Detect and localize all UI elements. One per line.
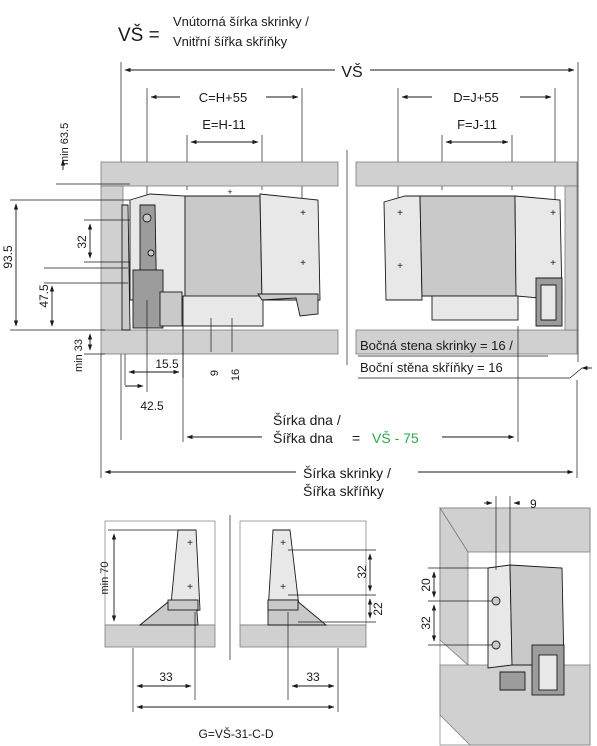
plus-mark: + <box>187 582 193 593</box>
vs-symbol: VŠ = <box>118 24 160 46</box>
vs-label: VŠ <box>341 62 362 81</box>
bottom-width-equals: = <box>352 430 360 446</box>
d-33-right-label: 33 <box>306 670 320 684</box>
min-33-label: min 33 <box>73 339 85 372</box>
detail-right: + + 32 22 33 <box>239 520 385 700</box>
vs-definition-cz: Vnitřní šířka skříňky <box>173 34 288 49</box>
cabinet-width-label-cz: Šířka skříňky <box>303 483 384 499</box>
dimension-cabinet-width: Šírka skrinky / Šířka skříňky <box>100 354 578 499</box>
plus-mark: + <box>397 261 403 272</box>
vs-definition-sk: Vnútorná šírka skrinky / <box>173 14 309 29</box>
plus-mark: + <box>227 187 232 197</box>
plus-mark: + <box>300 258 306 269</box>
plus-mark: + <box>280 582 286 593</box>
min-63-5-label: min 63.5 <box>59 123 71 165</box>
dimension-min-33: min 33 <box>73 333 105 372</box>
d-93-5-label: 93.5 <box>1 245 15 269</box>
detail-left: + + min 70 33 <box>99 520 216 700</box>
plus-mark: + <box>300 208 306 219</box>
g-formula-label: G=VŠ-31-C-D <box>198 726 273 741</box>
d-16-label: 16 <box>230 369 242 381</box>
cabinet-panels <box>100 150 578 365</box>
dimension-9-16: 9 16 <box>209 318 242 381</box>
dimension-bottom-width: Šírka dna / Šířka dna = VŠ - 75 <box>182 326 519 446</box>
plus-mark: + <box>550 208 556 219</box>
min-70-label: min 70 <box>99 561 111 594</box>
plus-mark: + <box>397 208 403 219</box>
iso-detail: 9 20 32 <box>419 496 591 746</box>
e-label: E=H-11 <box>202 117 245 132</box>
dimension-47-5: 47.5 <box>37 267 128 327</box>
d-32-label: 32 <box>75 235 89 249</box>
d-32-detail-label: 32 <box>355 565 369 579</box>
dimension-g: G=VŠ-31-C-D <box>132 700 339 741</box>
bottom-width-formula: VŠ - 75 <box>372 430 419 446</box>
iso-d-9-label: 9 <box>530 497 537 511</box>
right-drawer-side: + + + + <box>383 195 563 327</box>
c-label: C=H+55 <box>199 90 247 105</box>
dimension-32: 32 <box>75 219 130 263</box>
dimension-min-63-5: min 63.5 <box>56 123 130 185</box>
dimension-vs: VŠ <box>120 62 579 440</box>
bottom-width-label-cz: Šířka dna <box>273 430 333 446</box>
dimension-93-5: 93.5 <box>1 199 130 331</box>
left-drawer-side: + + + <box>121 187 321 331</box>
d-47-5-label: 47.5 <box>37 284 51 308</box>
iso-d-20-label: 20 <box>419 578 433 592</box>
d-22-detail-label: 22 <box>371 602 385 616</box>
plus-mark: + <box>550 258 556 269</box>
side-wall-label-cz: Boční stěna skříňky = 16 <box>360 360 503 375</box>
d-33-left-label: 33 <box>159 670 173 684</box>
d-15-5-label: 15.5 <box>155 357 179 371</box>
dimension-d: D=J+55 <box>397 88 556 200</box>
bottom-width-label-sk: Šírka dna / <box>273 412 341 428</box>
side-wall-callout: Bočná stena skrinky = 16 / Boční stěna s… <box>358 338 592 379</box>
d-label: D=J+55 <box>453 90 499 105</box>
cabinet-width-label-sk: Šírka skrinky / <box>303 465 391 481</box>
f-label: F=J-11 <box>457 117 497 132</box>
d-42-5-label: 42.5 <box>140 399 164 413</box>
dimension-42-5: 42.5 <box>125 300 164 413</box>
side-wall-label-sk: Bočná stena skrinky = 16 / <box>360 338 513 353</box>
iso-d-32-label: 32 <box>419 616 433 630</box>
d-9-label: 9 <box>209 370 221 376</box>
plus-mark: + <box>187 538 193 549</box>
plus-mark: + <box>280 538 286 549</box>
